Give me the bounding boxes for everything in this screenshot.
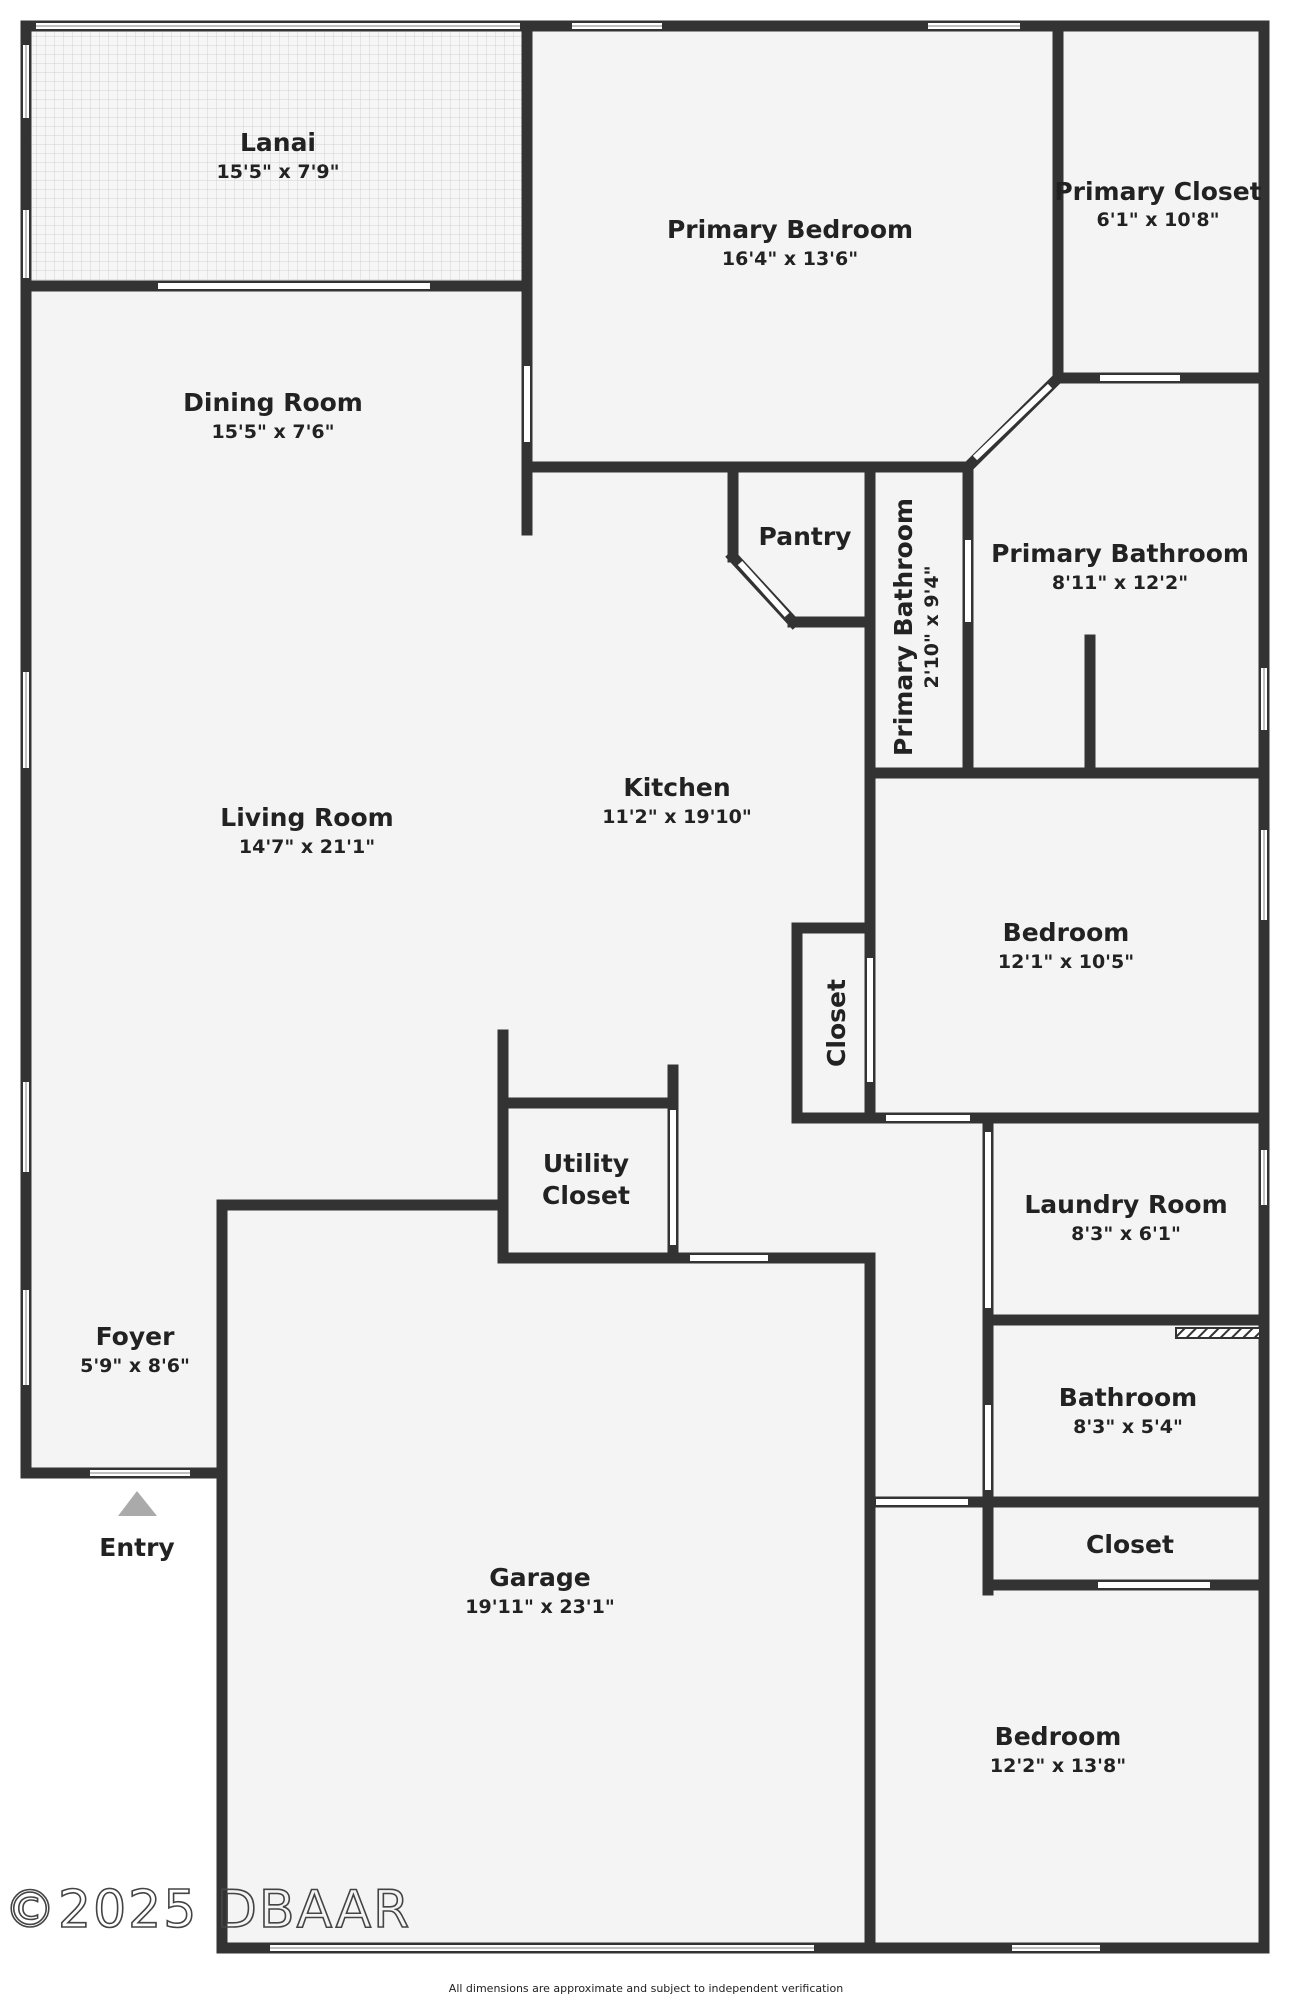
kitchen-name: Kitchen [623, 773, 730, 802]
laundry-room-dims: 8'3" x 6'1" [1071, 1223, 1181, 1245]
utility-closet-name-line2: Closet [542, 1181, 630, 1210]
primary-bedroom-dims: 16'4" x 13'6" [722, 248, 858, 270]
entry-arrow-icon [118, 1491, 157, 1516]
lanai-dims: 15'5" x 7'9" [216, 161, 339, 183]
lanai-floor [26, 29, 526, 284]
lanai-name: Lanai [240, 128, 316, 157]
opening [972, 383, 1053, 461]
hatched-strip [1175, 1327, 1261, 1339]
dining-room-dims: 15'5" x 7'6" [211, 421, 334, 443]
entry-label: Entry [99, 1533, 174, 1562]
garage-name: Garage [489, 1563, 590, 1592]
watermark: ©2025 DBAAR [4, 1880, 411, 1940]
disclaimer: All dimensions are approximate and subje… [449, 1982, 843, 1995]
laundry-room-name: Laundry Room [1024, 1190, 1227, 1219]
primary-closet-dims: 6'1" x 10'8" [1096, 209, 1219, 231]
bathroom-name: Bathroom [1059, 1383, 1197, 1412]
primary-bathroom-name: Primary Bathroom [991, 539, 1249, 568]
garage-floor [222, 1205, 872, 1950]
foyer-name: Foyer [96, 1322, 175, 1351]
living-room-name: Living Room [220, 803, 393, 832]
primary-bathroom-small-name: Primary Bathroom [889, 498, 918, 756]
garage-dims: 19'11" x 23'1" [465, 1596, 614, 1618]
pantry-name: Pantry [759, 522, 852, 551]
bathroom-dims: 8'3" x 5'4" [1073, 1416, 1183, 1438]
primary-bedroom-name: Primary Bedroom [667, 215, 913, 244]
closet-2-name: Closet [1086, 1530, 1174, 1559]
primary-closet-name: Primary Closet [1054, 177, 1261, 206]
opening [737, 560, 790, 618]
room-labels: Lanai 15'5" x 7'9" Primary Bedroom 16'4"… [80, 128, 1262, 1777]
windows [23, 23, 1267, 1951]
dining-room-name: Dining Room [183, 388, 363, 417]
bedroom-1-dims: 12'1" x 10'5" [998, 951, 1134, 973]
floor-fills [26, 29, 1260, 1950]
utility-closet-name-line1: Utility [543, 1149, 629, 1178]
primary-bathroom-small-label: Primary Bathroom 2'10" x 9'4" [889, 498, 943, 756]
bedroom-2-name: Bedroom [995, 1722, 1122, 1751]
closet-1-name: Closet [822, 979, 851, 1067]
bedroom-1-name: Bedroom [1003, 918, 1130, 947]
foyer-dims: 5'9" x 8'6" [80, 1355, 190, 1377]
bedroom-2-dims: 12'2" x 13'8" [990, 1755, 1126, 1777]
primary-bathroom-dims: 8'11" x 12'2" [1052, 572, 1188, 594]
east-wing-floor [870, 380, 1260, 1950]
living-room-dims: 14'7" x 21'1" [239, 836, 375, 858]
primary-bathroom-small-dims: 2'10" x 9'4" [921, 565, 943, 688]
kitchen-dims: 11'2" x 19'10" [602, 806, 751, 828]
